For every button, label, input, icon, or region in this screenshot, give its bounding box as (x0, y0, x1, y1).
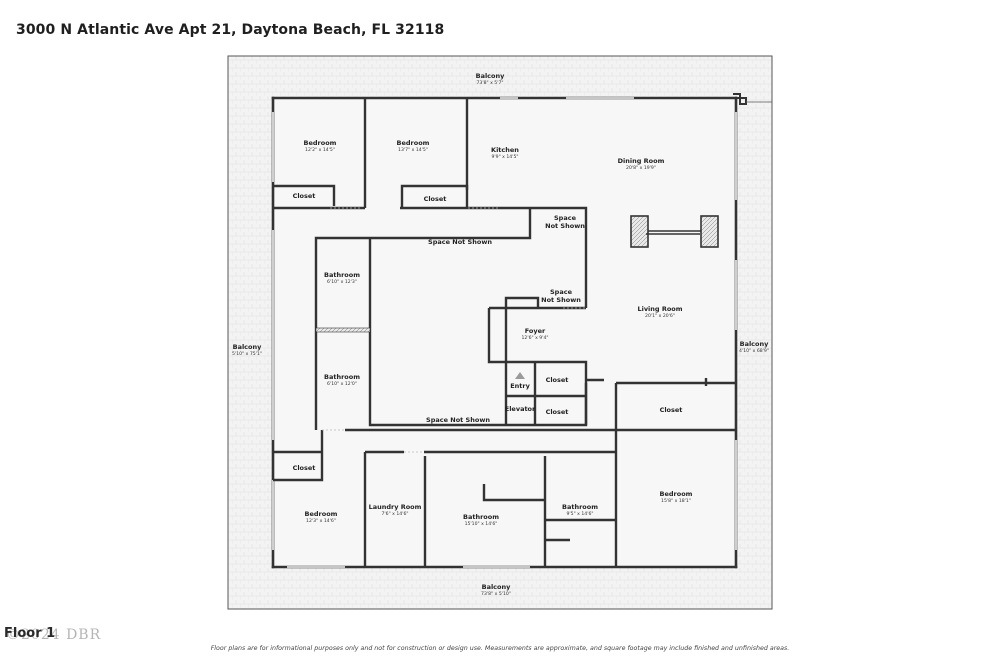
balcony-bottom-name: Balcony (482, 583, 512, 591)
space-2-name: Space Not Shown (428, 238, 492, 246)
elevator-name: Elevator (505, 405, 536, 413)
kitchen-dim: 9'9" x 14'5" (491, 154, 518, 160)
living-name: Living Room (637, 305, 682, 313)
windows (272, 97, 737, 568)
foyer-name: Foyer (525, 327, 546, 335)
entry-arrow-icon (515, 372, 525, 379)
entry-name: Entry (510, 382, 530, 390)
space-3-line2: Not Shown (541, 296, 581, 304)
space-1-line2: Not Shown (545, 222, 585, 230)
closet-5-name: Closet (660, 406, 683, 414)
balcony-bottom-dim: 73'8" x 5'10" (481, 591, 511, 597)
balcony-right-dim: 4'10" x 68'9" (739, 348, 769, 354)
bathroom-3-name: Bathroom (463, 513, 499, 521)
balcony-top-name: Balcony (476, 72, 506, 80)
space-3-line1: Space (550, 288, 573, 296)
balcony-top-dim: 73'8" x 5'7" (476, 80, 503, 86)
bedroom-2-name: Bedroom (397, 139, 430, 147)
floor-label: Floor 1 (4, 626, 56, 641)
bedroom-3-dim: 12'3" x 14'6" (306, 518, 336, 524)
bathroom-1-name: Bathroom (324, 271, 360, 279)
property-address: 3000 N Atlantic Ave Apt 21, Daytona Beac… (16, 22, 445, 38)
bathroom-1-dim: 6'10" x 12'3" (327, 279, 357, 285)
bathroom-2-name: Bathroom (324, 373, 360, 381)
bathroom-3-dim: 15'10" x 14'6" (465, 521, 498, 527)
interior-floor (273, 98, 736, 567)
closet-3-name: Closet (546, 376, 569, 384)
bedroom-4-dim: 15'8" x 18'1" (661, 498, 691, 504)
interior-walls (273, 98, 736, 567)
bedroom-1-dim: 12'2" x 14'5" (305, 147, 335, 153)
bedroom-4-name: Bedroom (660, 490, 693, 498)
vanity-hatch (315, 327, 371, 333)
foyer-dim: 12'6" x 9'4" (521, 335, 548, 341)
room-labels: Balcony 73'8" x 5'7" Bedroom 12'2" x 14'… (232, 72, 769, 597)
balcony-right-name: Balcony (740, 340, 770, 348)
dining-name: Dining Room (618, 157, 665, 165)
dining-dim: 20'8" x 19'9" (626, 165, 656, 171)
bathroom-4-name: Bathroom (562, 503, 598, 511)
kitchen-name: Kitchen (491, 146, 519, 154)
bedroom-3-name: Bedroom (305, 510, 338, 518)
space-1-line1: Space (554, 214, 577, 222)
laundry-dim: 7'6" x 14'6" (381, 511, 408, 517)
disclaimer-text: Floor plans are for informational purpos… (210, 645, 790, 652)
closet-4-name: Closet (546, 408, 569, 416)
door-openings (322, 207, 586, 453)
closet-6-name: Closet (293, 464, 316, 472)
closet-2-name: Closet (424, 195, 447, 203)
living-dim: 20'1" x 20'6" (645, 313, 675, 319)
space-4-name: Space Not Shown (426, 416, 490, 424)
disclaimer: Floor plans are for informational purpos… (0, 645, 1000, 652)
laundry-name: Laundry Room (369, 503, 422, 511)
bathroom-4-dim: 9'5" x 14'6" (566, 511, 593, 517)
balcony-left-dim: 5'10" x 75'1" (232, 351, 262, 357)
closet-1-name: Closet (293, 192, 316, 200)
bedroom-2-dim: 13'7" x 14'5" (398, 147, 428, 153)
dining-table (630, 215, 719, 248)
watermark: ©2024 DBR (6, 627, 102, 643)
balcony-left-name: Balcony (233, 343, 263, 351)
bathroom-2-dim: 6'10" x 12'0" (327, 381, 357, 387)
bedroom-1-name: Bedroom (304, 139, 337, 147)
